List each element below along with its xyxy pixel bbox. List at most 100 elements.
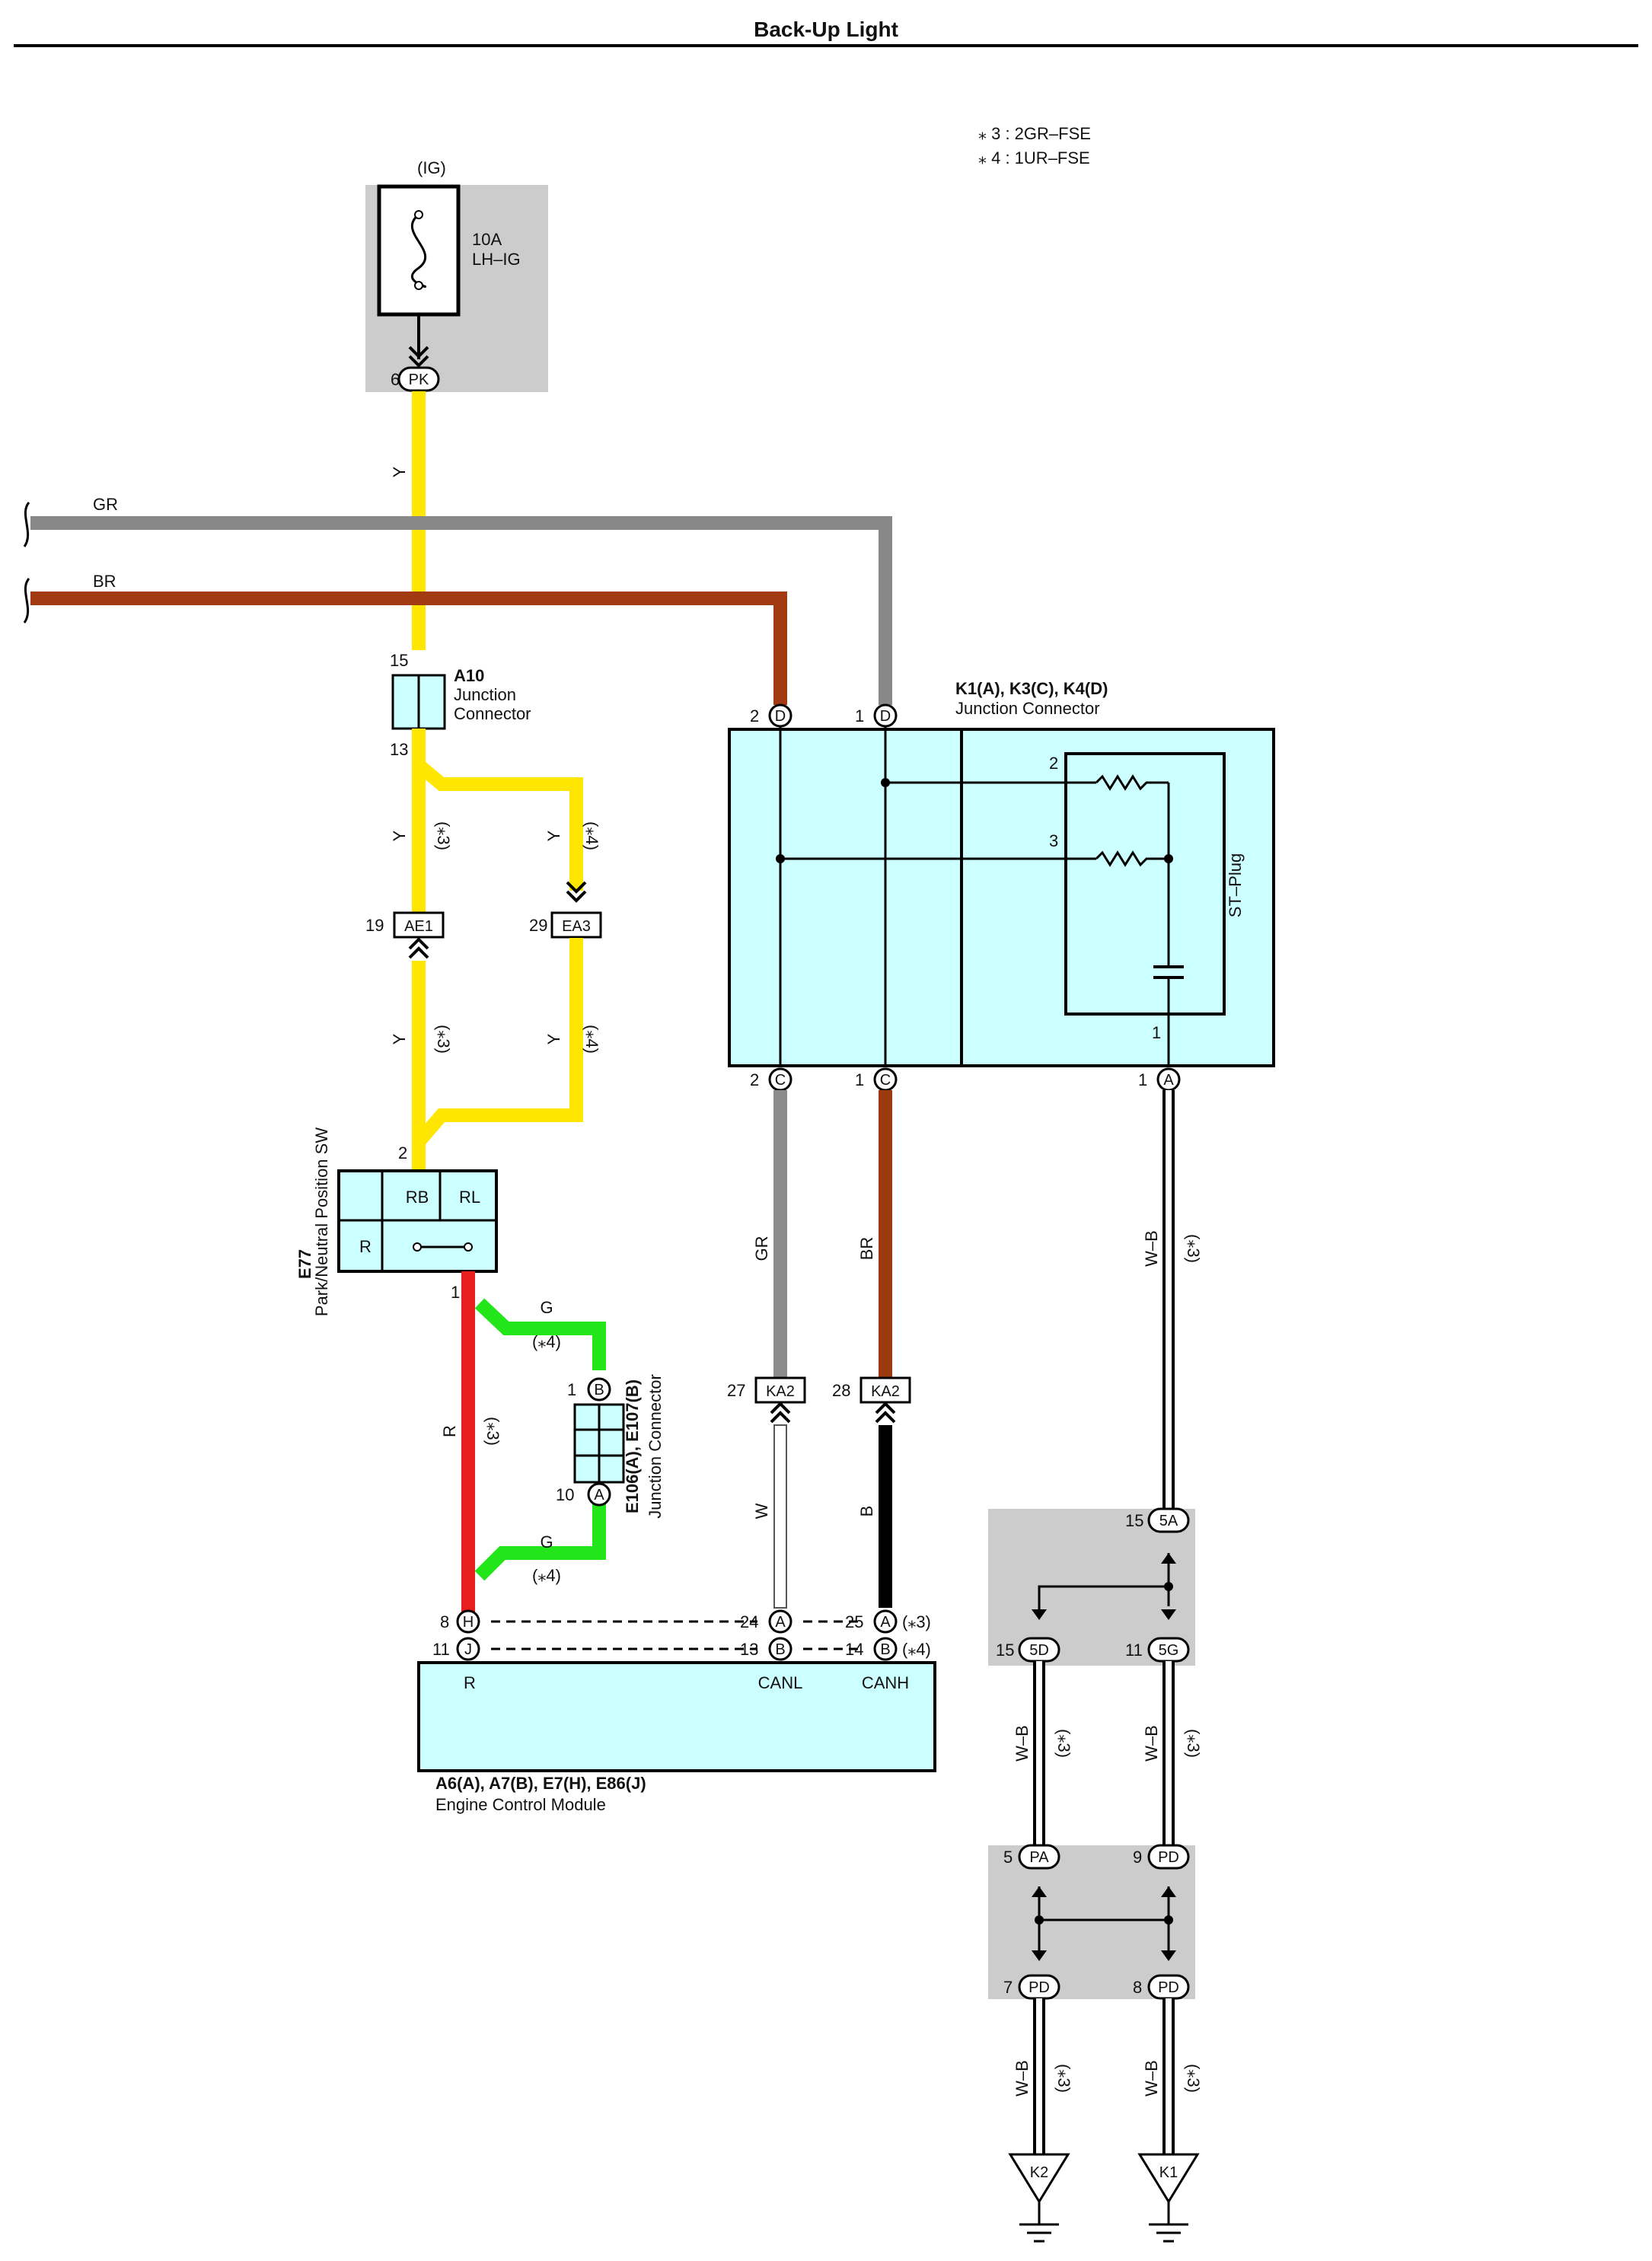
wire-br-down-label: BR bbox=[857, 1237, 876, 1261]
wire-y-note4-2: (⁎4) bbox=[582, 1025, 601, 1054]
wire-y-label-5: Y bbox=[544, 1033, 563, 1044]
ecm-r-label: R bbox=[464, 1673, 476, 1692]
ecm-canl-label: CANL bbox=[758, 1673, 803, 1692]
e77-cell-rb: RB bbox=[406, 1188, 429, 1207]
fuse-pin-number: 6 bbox=[391, 370, 400, 389]
jb2-pin-pa bbox=[1018, 1844, 1060, 1870]
ka2-right-pin: 28 bbox=[832, 1381, 850, 1400]
k1-inner-3: 3 bbox=[1049, 831, 1058, 850]
fuse-box bbox=[377, 184, 461, 317]
wire-wb-5g-label: W–B bbox=[1142, 1725, 1161, 1762]
e106-pin-a-num: 10 bbox=[556, 1485, 574, 1504]
jb2-arrow-r-down-icon bbox=[1161, 1950, 1176, 1961]
wire-g-note-bottom: (⁎4) bbox=[532, 1566, 561, 1585]
jb2-pin-pd9-num: 9 bbox=[1133, 1848, 1142, 1867]
k1-box bbox=[728, 728, 1275, 1067]
fuse-source-label: (IG) bbox=[417, 158, 446, 177]
ecm-box bbox=[417, 1661, 936, 1772]
jb2-pin-pd8-label: PD bbox=[1158, 1979, 1179, 1996]
jb2-shade bbox=[988, 1845, 1195, 1999]
e77-cell-r: R bbox=[359, 1237, 372, 1256]
fuse-chevron-icon bbox=[408, 346, 429, 359]
wire-y-ae1 bbox=[412, 729, 426, 919]
ka2-right-chevron-icon bbox=[875, 1411, 896, 1424]
k1-bottom-pin-c1-label: C bbox=[880, 1072, 891, 1089]
ground-k1-icon bbox=[1137, 2153, 1200, 2204]
fuse-rating: 10A bbox=[472, 230, 502, 249]
wire-wb-k2-note: (⁎3) bbox=[1054, 2064, 1073, 2093]
legend-note-4: ⁎ 4 : 1UR–FSE bbox=[978, 148, 1090, 167]
e77-contact-1 bbox=[413, 1242, 422, 1252]
wire-r-note3: (⁎3) bbox=[483, 1417, 502, 1446]
jb2-dot-r bbox=[1164, 1915, 1173, 1925]
ecm-pin-a24 bbox=[768, 1609, 793, 1634]
k1-top-pin-d2-label: D bbox=[775, 708, 786, 725]
ecm-pin-b13-label: B bbox=[775, 1641, 785, 1658]
e77-cell-rl: RL bbox=[459, 1188, 480, 1207]
ecm-pin-b13 bbox=[768, 1637, 793, 1661]
jb2-pin-pd9-label: PD bbox=[1158, 1849, 1179, 1866]
ground-k2-icon bbox=[1008, 2153, 1070, 2204]
wire-y-label: Y bbox=[390, 466, 409, 477]
k1-bottom-pin-c2-num: 2 bbox=[750, 1070, 759, 1089]
wire-y-note3-2: (⁎3) bbox=[434, 1025, 453, 1054]
ea3-pin: 29 bbox=[529, 916, 547, 935]
wire-wb-5g-core bbox=[1166, 1661, 1172, 1846]
jb1-pin-5a bbox=[1147, 1507, 1190, 1533]
wire-y-e77 bbox=[412, 961, 426, 1174]
ka2-right-chevron-icon-2 bbox=[875, 1402, 896, 1414]
wire-wb-k1g-note: (⁎3) bbox=[1184, 2064, 1203, 2093]
wire-b bbox=[879, 1425, 892, 1608]
wire-gr-label: GR bbox=[93, 495, 118, 514]
ka2-left-chevron-icon-2 bbox=[770, 1402, 791, 1414]
wire-g-label-top: G bbox=[540, 1298, 553, 1317]
wire-r bbox=[461, 1271, 475, 1622]
wire-gr-down bbox=[773, 1090, 787, 1378]
e106-pin-b-label: B bbox=[594, 1382, 604, 1398]
jb2-dot-l bbox=[1035, 1915, 1044, 1925]
ecm-pin-b14-note: (⁎4) bbox=[902, 1640, 931, 1659]
ae1-chevron-icon-2 bbox=[408, 937, 429, 950]
ea3-chevron-icon bbox=[566, 881, 587, 894]
fuse-name: LH–IG bbox=[472, 250, 521, 269]
fuse-terminal-top bbox=[414, 210, 423, 219]
ecm-id: A6(A), A7(B), E7(H), E86(J) bbox=[435, 1774, 646, 1793]
ea3-chevron-icon-2 bbox=[566, 890, 587, 903]
jb1-arrow-l-icon bbox=[1032, 1609, 1047, 1620]
wire-g-bottom bbox=[474, 1504, 606, 1581]
ecm-pin-j-label: J bbox=[464, 1641, 472, 1658]
wire-w bbox=[773, 1424, 787, 1609]
k1-top-pin-d1-label: D bbox=[880, 708, 891, 725]
ecm-pin-a24-label: A bbox=[775, 1614, 786, 1631]
k1-desc: Junction Connector bbox=[955, 699, 1100, 718]
wire-b-label: B bbox=[857, 1506, 876, 1517]
jb2-pin-pd7-label: PD bbox=[1029, 1979, 1050, 1996]
wire-y-ea3-return bbox=[413, 938, 583, 1146]
wire-break-br-icon bbox=[23, 578, 30, 623]
ka2-right bbox=[859, 1376, 911, 1404]
jb2-pin-pd8-num: 8 bbox=[1133, 1978, 1142, 1997]
jb2-pin-pa-num: 5 bbox=[1003, 1848, 1013, 1867]
ae1-chevron-icon bbox=[408, 946, 429, 959]
diagram-title: Back-Up Light bbox=[754, 18, 898, 41]
ecm-desc: Engine Control Module bbox=[435, 1795, 606, 1814]
ecm-pin-a25 bbox=[873, 1609, 898, 1634]
jb2-pin-pa-label: PA bbox=[1029, 1849, 1049, 1866]
ecm-pin-b14-label: B bbox=[880, 1641, 890, 1658]
e77-id: E77 bbox=[295, 1249, 314, 1279]
e106-pin-b-num: 1 bbox=[567, 1380, 576, 1399]
wire-wb-k2-core bbox=[1036, 1998, 1042, 2154]
wire-br-label: BR bbox=[93, 572, 116, 591]
jb1-branch bbox=[1038, 1585, 1169, 1612]
ae1-pin: 19 bbox=[365, 916, 384, 935]
ecm-pin-h bbox=[456, 1609, 480, 1634]
ka2-left-label: KA2 bbox=[766, 1383, 795, 1400]
ecm-pin-a25-label: A bbox=[880, 1614, 891, 1631]
wire-wb-k1-label: W–B bbox=[1142, 1230, 1161, 1267]
ground-k2-icon-label: K2 bbox=[1030, 2164, 1048, 2181]
jb1-pin-5a-label: 5A bbox=[1159, 1513, 1178, 1529]
a10-desc1: Junction bbox=[454, 685, 516, 704]
ecm-pin-a25-note: (⁎3) bbox=[902, 1612, 931, 1631]
ae1-connector bbox=[393, 911, 445, 939]
wire-g-top bbox=[474, 1298, 606, 1370]
